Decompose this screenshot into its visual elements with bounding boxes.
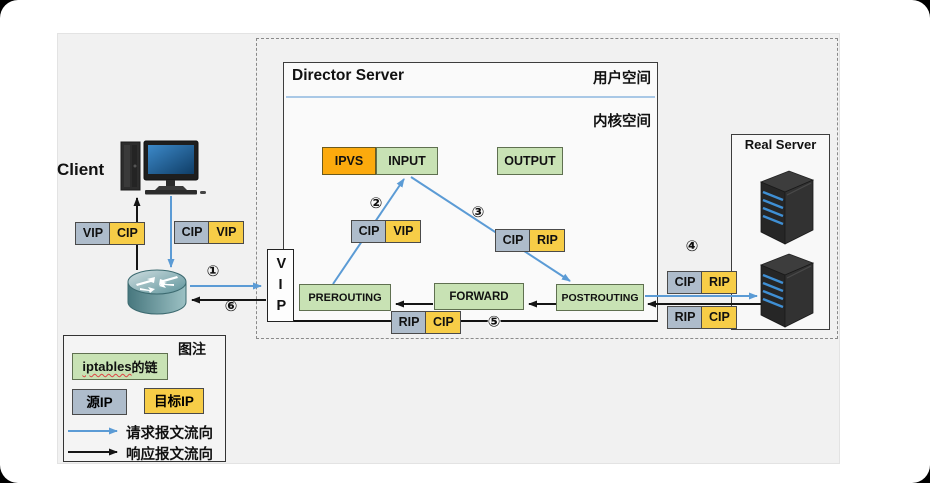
step-3-label: ③ [471,204,485,221]
vip-label: VIP [276,255,287,314]
step-6-label: ⑥ [224,298,238,315]
packet-from-real-server: RIP CIP [667,306,738,329]
source-ip-cell: VIP [75,222,111,245]
client-computer-icon [120,140,206,195]
legend-chain-suffix: 的链 [131,360,158,375]
packet-to-real-server: CIP RIP [667,271,738,294]
legend-response-label: 响应报文流向 [126,447,213,463]
dest-ip-cell: CIP [425,311,462,334]
user-space-label: 用户空间 [593,71,651,87]
step-2-label: ② [369,195,383,212]
source-ip-cell: RIP [391,311,427,334]
dest-ip-cell: VIP [208,221,245,244]
input-chain-box: INPUT [376,147,438,175]
dest-ip-cell: CIP [701,306,738,329]
source-ip-cell: CIP [351,220,387,243]
director-outer-dashed-box [256,38,838,339]
output-chain-box: OUTPUT [497,147,563,175]
dest-ip-cell: RIP [701,271,738,294]
legend-iptables-label: iptables [82,359,132,374]
packet-to-input: CIP VIP [351,220,422,243]
source-ip-cell: CIP [174,221,210,244]
client-label: Client [57,160,105,179]
legend-source-ip-box: 源IP [72,389,127,415]
dest-ip-cell: VIP [385,220,422,243]
source-ip-cell: RIP [667,306,703,329]
prerouting-chain-box: PREROUTING [299,284,391,311]
router-icon [127,269,187,315]
step-1-label: ① [206,263,220,280]
packet-client-request: CIP VIP [174,221,245,244]
kernel-space-label: 内核空间 [593,114,651,130]
postrouting-chain-box: POSTROUTING [556,284,644,311]
legend-title: 图注 [178,341,206,357]
source-ip-cell: CIP [667,271,703,294]
ipvs-box: IPVS [322,147,376,175]
real-server-title: Real Server [744,137,817,152]
server-tower-icon [759,253,815,328]
legend-request-label: 请求报文流向 [126,426,213,442]
packet-client-response: VIP CIP [75,222,146,245]
packet-from-input: CIP RIP [495,229,566,252]
dest-ip-cell: CIP [109,222,146,245]
step-4-label: ④ [685,238,699,255]
source-ip-cell: CIP [495,229,531,252]
director-server-title: Director Server [292,67,405,84]
step-5-label: ⑤ [487,313,501,331]
dest-ip-cell: RIP [529,229,566,252]
forward-chain-box: FORWARD [434,283,524,310]
server-tower-icon [759,170,815,245]
packet-director-out: RIP CIP [391,311,462,334]
vip-interface-box: VIP [267,249,294,322]
legend-target-ip-box: 目标IP [144,388,204,414]
